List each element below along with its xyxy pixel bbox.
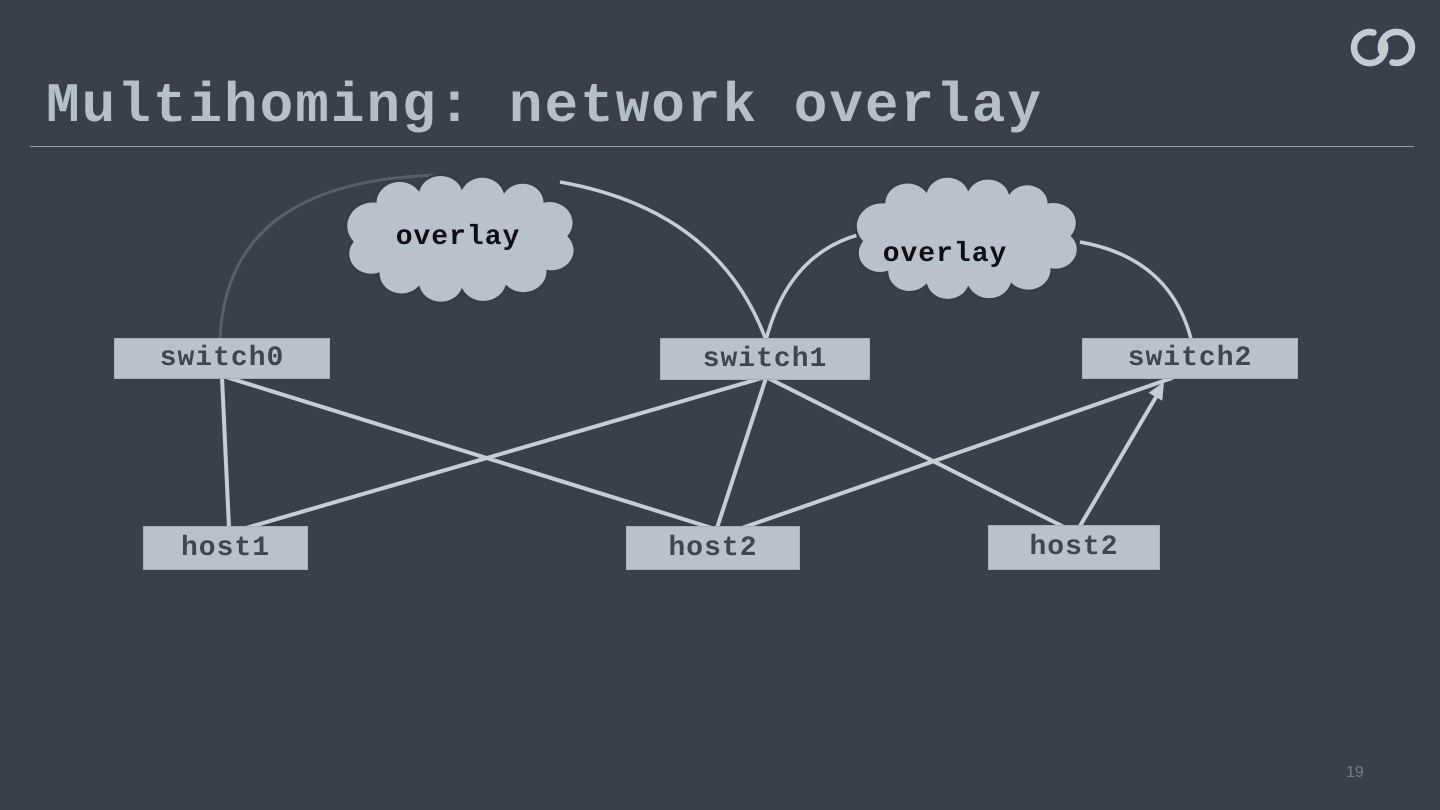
- page-title: Multihoming: network overlay: [46, 74, 1043, 138]
- cloud-shape: [346, 175, 575, 303]
- edge-switch0-host1: [220, 375, 231, 530]
- arc-cloud1-to-switch1: [559, 180, 768, 341]
- logo-left-ring: [1350, 28, 1389, 67]
- node-host2-middle: host2: [626, 526, 800, 570]
- node-host1: host1: [143, 526, 308, 570]
- edge-switch1-host2right: [766, 376, 1068, 530]
- node-switch1-label: switch1: [702, 343, 828, 375]
- node-switch0: switch0: [114, 338, 330, 379]
- page-number: 19: [1346, 764, 1364, 781]
- node-host2-right-label: host2: [1029, 532, 1119, 563]
- node-switch0-label: switch0: [159, 343, 285, 374]
- edge-host2right-switch2: [1078, 395, 1158, 528]
- interlocking-rings-logo: [1350, 28, 1416, 67]
- node-host2-middle-label: host2: [668, 532, 758, 564]
- logo-right-ring: [1377, 28, 1416, 67]
- node-switch2: switch2: [1082, 338, 1298, 379]
- edge-switch1-host2mid: [715, 376, 768, 530]
- node-switch1: switch1: [660, 338, 870, 380]
- arrowhead-into-switch2: [1148, 382, 1164, 401]
- arc-switch1-to-cloud2: [764, 230, 871, 341]
- node-switch2-label: switch2: [1127, 343, 1253, 374]
- edge-switch1-host1: [244, 376, 764, 530]
- node-host1-label: host1: [180, 532, 270, 564]
- title-rule: [30, 146, 1414, 147]
- node-host2-right: host2: [988, 525, 1160, 570]
- cloud1-label: overlay: [395, 222, 521, 253]
- arc-cloud2-to-switch2: [1079, 240, 1193, 340]
- overlay-cloud-2: [856, 177, 1078, 301]
- cloud2-label: overlay: [882, 239, 1008, 270]
- cloud-shape: [856, 177, 1078, 301]
- edge-lines: [220, 375, 1174, 530]
- edge-switch2-host2mid: [740, 376, 1174, 530]
- overlay-cloud-1: [346, 175, 575, 303]
- arc-switch0-to-cloud1: [218, 173, 441, 341]
- edge-switch0-host2mid: [224, 375, 714, 530]
